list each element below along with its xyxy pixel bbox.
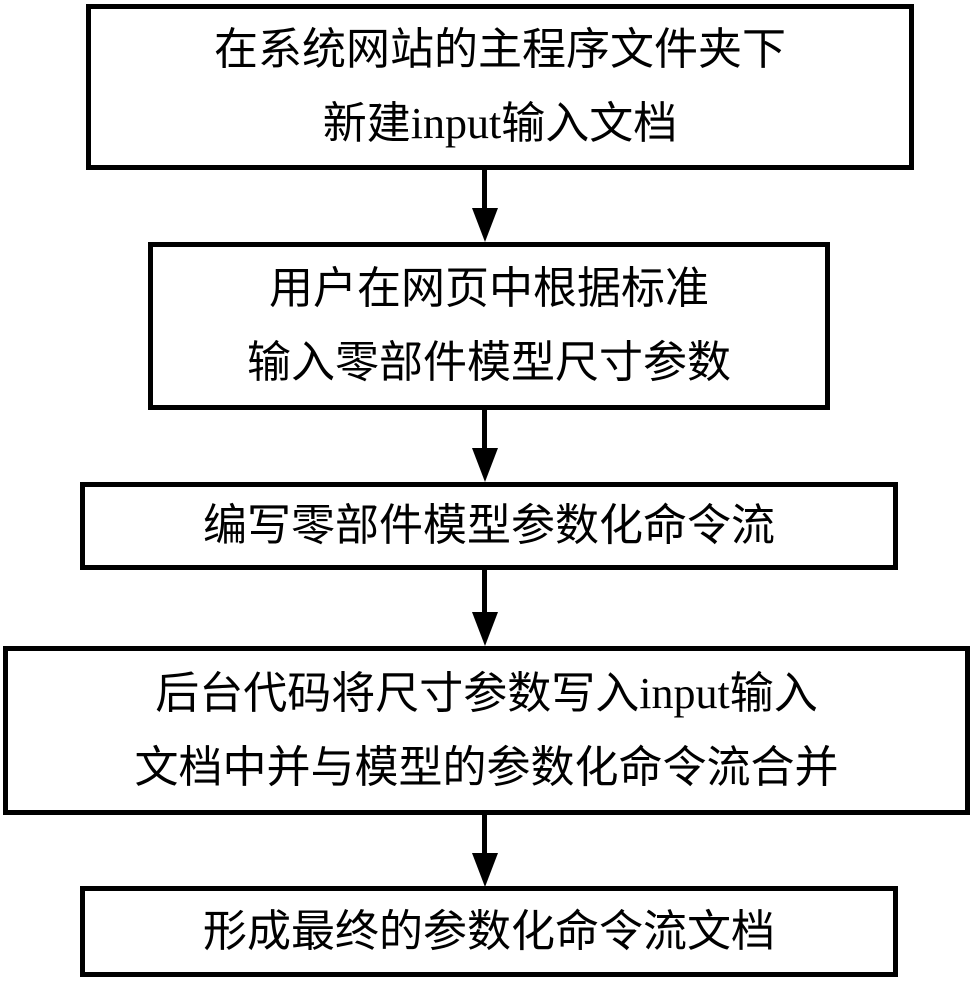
step-3-box: 编写零部件模型参数化命令流 [80,482,898,570]
step-1-line-1: 在系统网站的主程序文件夹下 [214,25,786,74]
step-3-line-1: 编写零部件模型参数化命令流 [203,501,775,550]
step-4-line-2: 文档中并与模型的参数化命令流合并 [134,742,839,792]
step-4-line-1: 后台代码将尺寸参数写入input输入 [155,668,818,718]
step-2-box: 用户在网页中根据标准 输入零部件模型尺寸参数 [148,242,830,410]
step-4-box: 后台代码将尺寸参数写入input输入 文档中并与模型的参数化命令流合并 [3,646,970,815]
step-1-line-2: 新建input输入文档 [322,99,678,148]
step-2-line-1: 用户在网页中根据标准 [269,264,709,313]
step-1-box: 在系统网站的主程序文件夹下 新建input输入文档 [86,4,914,170]
step-5-line-1: 形成最终的参数化命令流文档 [203,906,775,956]
step-5-box: 形成最终的参数化命令流文档 [80,886,898,977]
step-2-line-2: 输入零部件模型尺寸参数 [247,338,731,387]
